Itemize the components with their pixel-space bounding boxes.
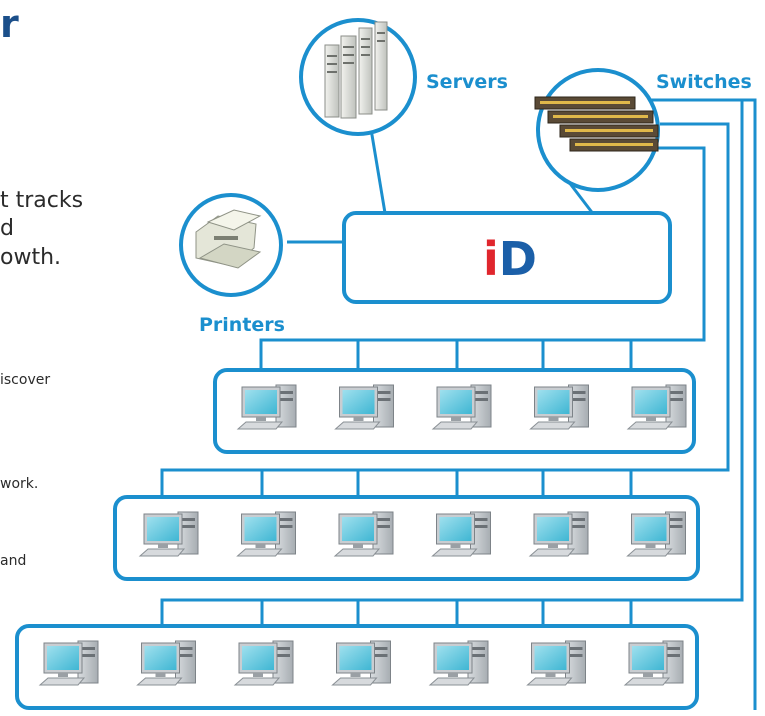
id-logo-i: i bbox=[483, 232, 499, 286]
intro-line-1: t tracks bbox=[0, 188, 84, 213]
id-logo: iD bbox=[483, 232, 537, 286]
desktop-computer-icon bbox=[236, 511, 296, 557]
desktop-computer-icon bbox=[136, 640, 196, 686]
bullet-line-1: iscover bbox=[0, 372, 51, 388]
desktop-computer-icon bbox=[333, 511, 394, 557]
servers-to-hub-line bbox=[368, 122, 387, 214]
desktop-computer-icon bbox=[626, 511, 686, 557]
desktop-computer-icon bbox=[331, 640, 391, 686]
servers-node bbox=[299, 18, 417, 136]
riser-line-2 bbox=[160, 122, 730, 497]
desktop-computer-icon bbox=[233, 640, 294, 686]
computer-row-2 bbox=[113, 495, 700, 581]
network-switch-icon bbox=[534, 96, 659, 152]
id-logo-d: D bbox=[499, 232, 537, 286]
printers-node bbox=[179, 193, 283, 297]
title-fragment: r bbox=[0, 2, 19, 46]
desktop-computer-icon bbox=[626, 384, 687, 430]
switches-node bbox=[534, 68, 660, 192]
desktop-computer-icon bbox=[38, 640, 99, 686]
intro-line-3: owth. bbox=[0, 245, 62, 270]
printer-icon bbox=[195, 209, 262, 269]
servers-label: Servers bbox=[426, 71, 508, 93]
printers-label: Printers bbox=[199, 314, 285, 336]
bullet-line-2: work. bbox=[0, 476, 39, 492]
desktop-computer-icon bbox=[526, 640, 586, 686]
bullet-line-3: and bbox=[0, 553, 27, 569]
computers-layer bbox=[38, 384, 687, 686]
server-rack-icon bbox=[324, 21, 388, 119]
id-hub-box bbox=[342, 211, 672, 304]
servers-circle bbox=[299, 18, 417, 136]
desktop-computer-icon bbox=[236, 384, 297, 430]
intro-line-2: d bbox=[0, 216, 14, 241]
desktop-computer-icon bbox=[138, 511, 199, 557]
desktop-computer-icon bbox=[431, 384, 492, 430]
desktop-computer-icon bbox=[431, 511, 491, 557]
desktop-computer-icon bbox=[623, 640, 684, 686]
desktop-computer-icon bbox=[428, 640, 489, 686]
desktop-computer-icon bbox=[528, 511, 589, 557]
riser-line-1 bbox=[259, 146, 706, 370]
desktop-computer-icon bbox=[529, 384, 589, 430]
desktop-computer-icon bbox=[334, 384, 394, 430]
switches-label: Switches bbox=[656, 71, 752, 93]
